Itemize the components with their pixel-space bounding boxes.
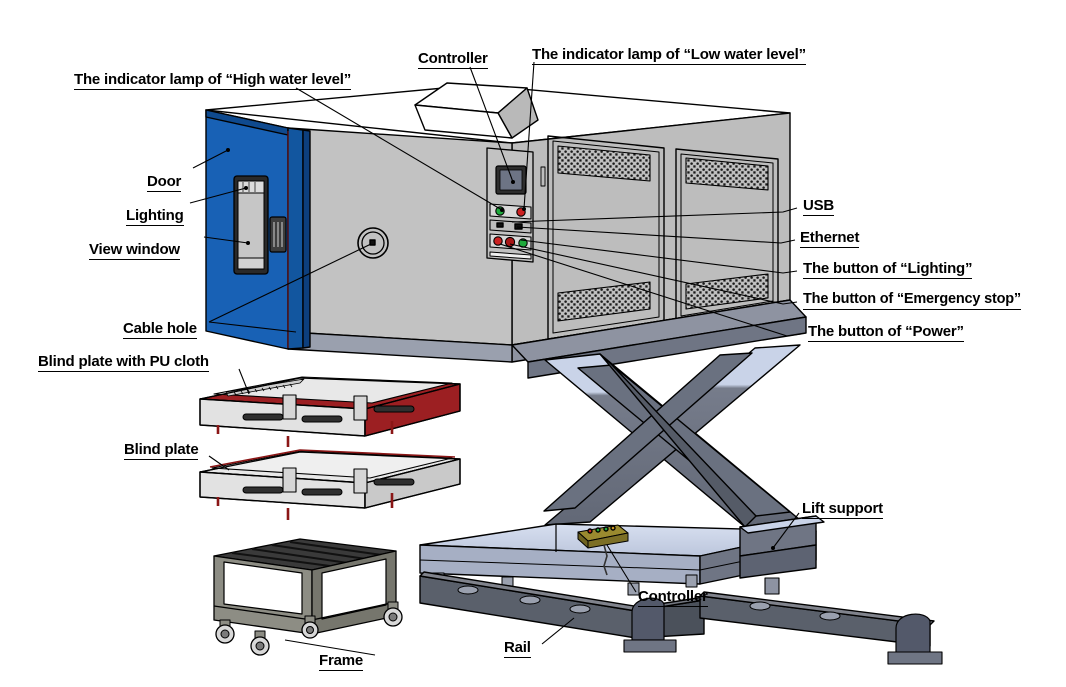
- leader-emergency-stop: [509, 243, 798, 305]
- floor-rail: [419, 571, 943, 665]
- callout-cable-hole: Cable hole: [123, 320, 197, 339]
- caster-wheel: [383, 601, 403, 627]
- callout-high-water-lamp: The indicator lamp of “High water level”: [74, 71, 352, 90]
- callout-lighting: Lighting: [126, 207, 184, 226]
- callout-blind-plate: Blind plate: [124, 441, 199, 460]
- leader-ethernet: [516, 226, 796, 244]
- door-view-window: [233, 175, 269, 275]
- callout-emergency-stop: The button of “Emergency stop”: [803, 291, 1021, 310]
- leader-controller-top: [469, 66, 514, 183]
- callout-power-button: The button of “Power”: [808, 323, 964, 342]
- power-button[interactable]: [493, 236, 503, 246]
- leader-controller-lift: [606, 544, 637, 593]
- scissor-lift-mechanism: [419, 299, 943, 665]
- leader-lighting-button: [520, 239, 798, 274]
- caster-wheel: [215, 619, 235, 644]
- leader-frame: [284, 639, 376, 656]
- lift-controller-box: [577, 524, 629, 576]
- callout-door: Door: [147, 173, 182, 192]
- blind-plate-with-pu-cloth: [199, 376, 461, 447]
- callout-view-window: View window: [89, 241, 180, 260]
- callout-frame: Frame: [319, 652, 364, 671]
- leader-lighting: [189, 187, 247, 204]
- leader-view-window: [203, 236, 249, 244]
- leader-door: [192, 149, 229, 169]
- leader-usb: [511, 207, 798, 223]
- leader-cable-hole: [208, 243, 372, 323]
- leader-blind-plate-pu: [238, 368, 250, 395]
- callout-rail: Rail: [504, 639, 531, 658]
- leader-rail: [541, 617, 575, 645]
- callout-usb: USB: [803, 197, 835, 216]
- door-handle[interactable]: [269, 216, 287, 253]
- chamber-right-panels: [547, 135, 779, 340]
- leader-lines: [189, 61, 802, 656]
- callout-lift-support: Lift support: [802, 500, 883, 519]
- ethernet-port[interactable]: [514, 223, 523, 230]
- vent-grille: [557, 145, 651, 182]
- caster-wheel: [301, 615, 319, 639]
- callout-lighting-button: The button of “Lighting”: [803, 260, 973, 279]
- caster-wheel: [250, 630, 270, 656]
- callout-controller-top: Controller: [418, 50, 488, 69]
- leader-blind-plate: [208, 455, 230, 471]
- vent-grille: [557, 281, 651, 322]
- wheeled-frame-cart: [213, 538, 403, 656]
- lift-support-block: [739, 515, 825, 595]
- leader-lift-support: [772, 512, 800, 549]
- cable-hole-port: [357, 227, 389, 259]
- leader-power-button: [499, 243, 802, 337]
- vent-grille: [685, 157, 769, 191]
- blue-access-door: [205, 109, 311, 350]
- usb-port[interactable]: [496, 222, 504, 228]
- callout-blind-plate-pu: Blind plate with PU cloth: [38, 353, 209, 372]
- leader-low-water-lamp: [523, 61, 535, 210]
- callout-low-water-lamp: The indicator lamp of “Low water level”: [532, 46, 806, 65]
- leader-high-water-lamp: [295, 87, 503, 211]
- leader-cable-hole-door: [208, 321, 297, 333]
- callout-controller-lift: Controller: [638, 588, 708, 607]
- callout-ethernet: Ethernet: [800, 229, 860, 248]
- blind-plate: [199, 449, 461, 520]
- controller-display[interactable]: [495, 165, 527, 195]
